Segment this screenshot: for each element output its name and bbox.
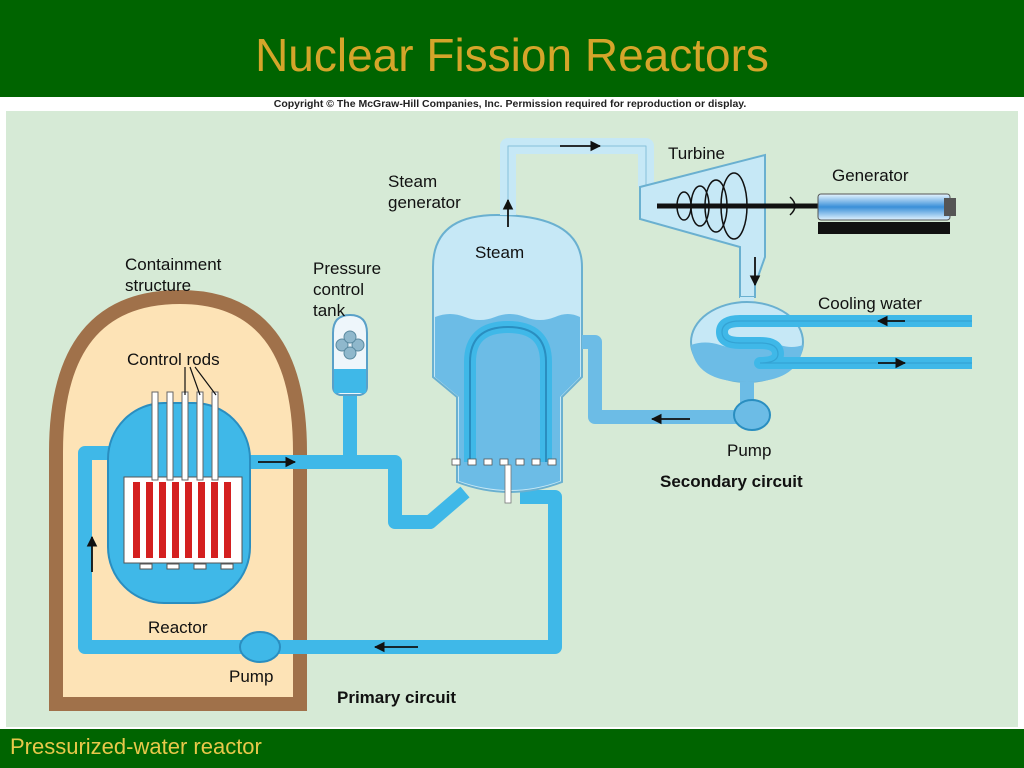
tube-sheet-holes xyxy=(451,458,557,466)
label-cooling-water: Cooling water xyxy=(818,294,922,313)
primary-circuit-pipes xyxy=(78,387,562,654)
generator-base xyxy=(818,222,950,234)
fuel-rods xyxy=(133,482,231,558)
label-secondary-circuit: Secondary circuit xyxy=(660,472,803,491)
label-primary-pump: Pump xyxy=(229,667,273,686)
label-reactor: Reactor xyxy=(148,618,208,637)
label-pressure-1: Pressure xyxy=(313,259,381,278)
slide-title: Nuclear Fission Reactors xyxy=(255,29,769,81)
control-rods xyxy=(151,391,219,481)
control-rod-pointers xyxy=(184,366,217,396)
flow-arrows xyxy=(86,140,907,653)
label-containment-2: structure xyxy=(125,276,191,295)
label-turbine: Turbine xyxy=(668,144,725,163)
primary-pump xyxy=(239,631,281,663)
label-containment-1: Containment xyxy=(125,255,222,274)
reactor-diagram: Copyright © The McGraw-Hill Companies, I… xyxy=(0,97,1024,729)
secondary-pump xyxy=(733,399,771,431)
generator xyxy=(817,193,951,221)
label-generator: Generator xyxy=(832,166,909,185)
reactor-supports xyxy=(139,563,234,570)
label-steam-generator-1: Steam xyxy=(388,172,437,191)
support-post xyxy=(504,464,512,504)
fuel-core xyxy=(123,476,243,564)
rotation-icon xyxy=(789,196,796,216)
label-steam: Steam xyxy=(475,243,524,262)
slide-caption: Pressurized-water reactor xyxy=(10,734,262,759)
u-tube-inner xyxy=(469,325,547,462)
label-steam-generator-2: generator xyxy=(388,193,461,212)
label-pressure-2: control xyxy=(313,280,364,299)
label-pressure-3: tank xyxy=(313,301,346,320)
copyright-text: Copyright © The McGraw-Hill Companies, I… xyxy=(274,98,747,110)
pressure-tank-water xyxy=(334,369,366,393)
label-secondary-pump: Pump xyxy=(727,441,771,460)
label-control-rods: Control rods xyxy=(127,350,220,369)
generator-cap xyxy=(944,198,956,216)
label-primary-circuit: Primary circuit xyxy=(337,688,456,707)
fan-icon xyxy=(335,330,365,360)
